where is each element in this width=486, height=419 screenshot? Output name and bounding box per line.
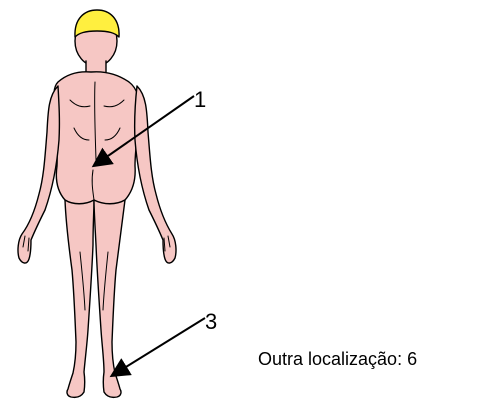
callout-label-1: 1 [194,89,206,111]
callout-label-3: 3 [205,311,217,333]
other-location-text: Outra localização: 6 [258,349,417,370]
human-figure [18,10,176,397]
left-leg [65,200,94,397]
right-leg [94,200,125,397]
arrow-icon [113,318,205,375]
torso [54,72,140,205]
left-arm [18,86,59,263]
